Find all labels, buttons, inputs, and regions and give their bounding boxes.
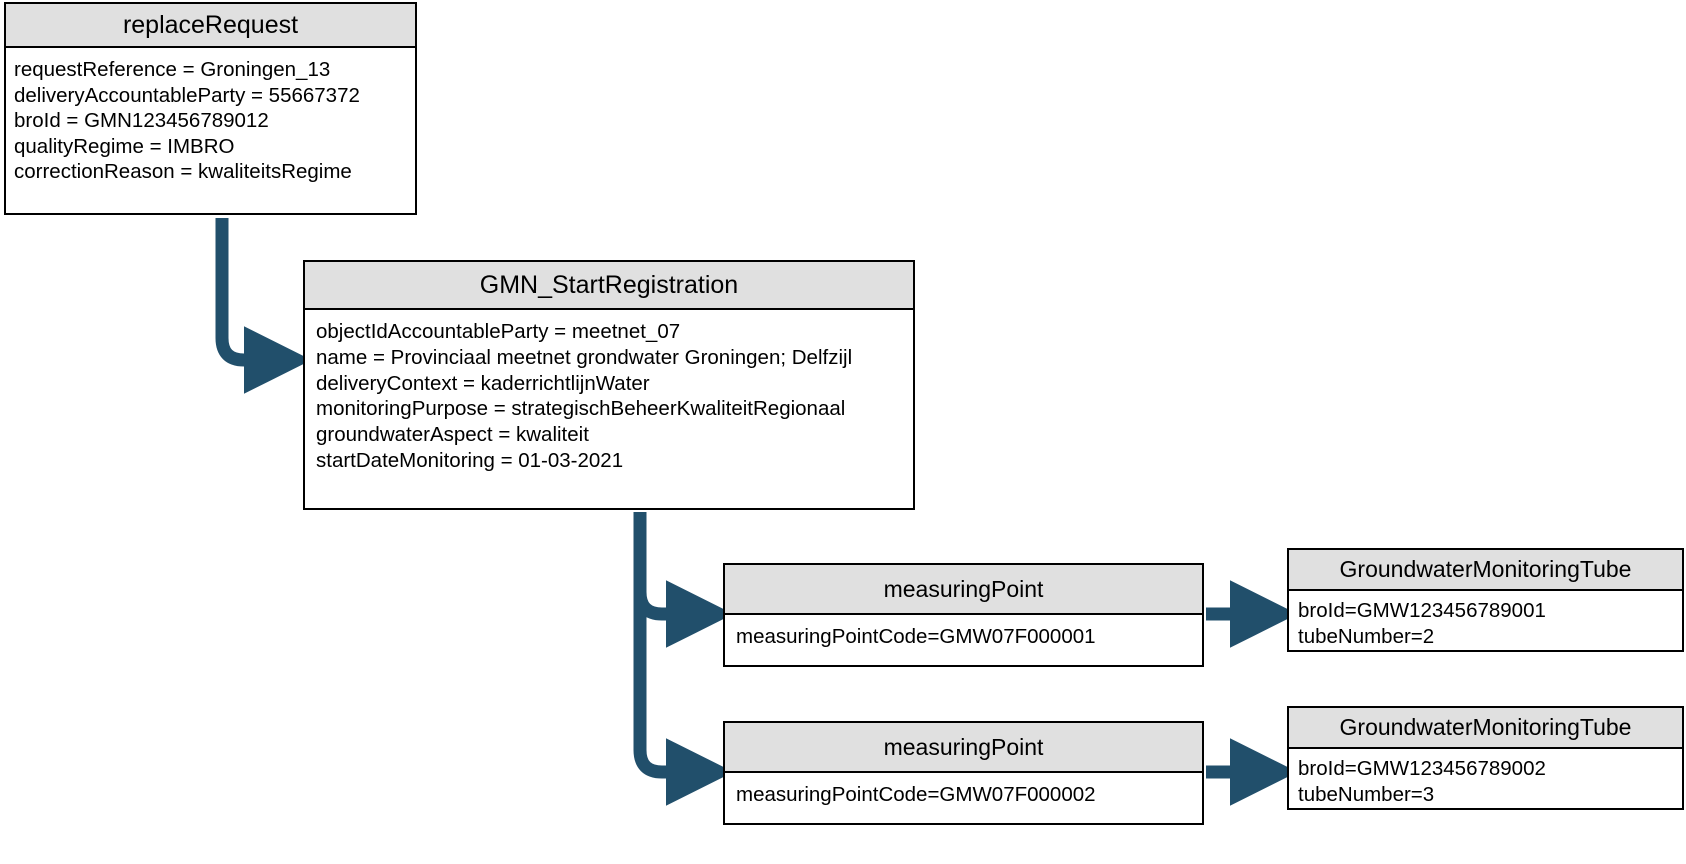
node-attributes-groundwater-monitoring-tube-2: broId=GMW123456789002 tubeNumber=3 — [1289, 749, 1682, 808]
connector-gmn-start-registration-to-measuring-point-2 — [633, 512, 734, 806]
node-groundwater-monitoring-tube-1[interactable]: GroundwaterMonitoringTube broId=GMW12345… — [1287, 548, 1684, 652]
node-title-groundwater-monitoring-tube-2: GroundwaterMonitoringTube — [1289, 708, 1682, 749]
node-measuring-point-1[interactable]: measuringPoint measuringPointCode=GMW07F… — [723, 563, 1204, 667]
attribute-row: groundwaterAspect = kwaliteit — [316, 423, 589, 447]
node-title-gmn-start-registration: GMN_StartRegistration — [305, 262, 913, 310]
attribute-row: broId = GMN123456789012 — [14, 109, 269, 133]
attribute-row: startDateMonitoring = 01-03-2021 — [316, 448, 624, 472]
node-title-replace-request: replaceRequest — [6, 4, 415, 48]
attribute-row: tubeNumber=2 — [1298, 625, 1435, 648]
attribute-row: broId=GMW123456789001 — [1298, 599, 1546, 622]
node-attributes-groundwater-monitoring-tube-1: broId=GMW123456789001 tubeNumber=2 — [1289, 591, 1682, 650]
node-attributes-measuring-point-2: measuringPointCode=GMW07F000002 — [725, 773, 1202, 808]
connector-gmn-start-registration-to-measuring-point-1 — [633, 512, 734, 648]
attribute-row: requestReference = Groningen_13 — [14, 58, 331, 81]
attribute-row: monitoringPurpose = strategischBeheerKwa… — [316, 397, 846, 421]
node-title-groundwater-monitoring-tube-1: GroundwaterMonitoringTube — [1289, 550, 1682, 591]
node-groundwater-monitoring-tube-2[interactable]: GroundwaterMonitoringTube broId=GMW12345… — [1287, 706, 1684, 810]
node-title-measuring-point-2: measuringPoint — [725, 723, 1202, 773]
node-attributes-replace-request: requestReference = Groningen_13 delivery… — [6, 48, 415, 185]
attribute-row: broId=GMW123456789002 — [1298, 757, 1546, 780]
attribute-row: tubeNumber=3 — [1298, 783, 1435, 806]
attribute-row: deliveryAccountableParty = 55667372 — [14, 83, 360, 107]
attribute-row: deliveryContext = kaderrichtlijnWater — [316, 371, 650, 395]
node-attributes-measuring-point-1: measuringPointCode=GMW07F000001 — [725, 615, 1202, 650]
attribute-row: measuringPointCode=GMW07F000001 — [736, 625, 1096, 648]
attribute-row: name = Provinciaal meetnet grondwater Gr… — [316, 345, 853, 369]
attribute-row: objectIdAccountableParty = meetnet_07 — [316, 320, 681, 343]
node-measuring-point-2[interactable]: measuringPoint measuringPointCode=GMW07F… — [723, 721, 1204, 825]
node-gmn-start-registration[interactable]: GMN_StartRegistration objectIdAccountabl… — [303, 260, 915, 510]
attribute-row: correctionReason = kwaliteitsRegime — [14, 160, 352, 184]
node-attributes-gmn-start-registration: objectIdAccountableParty = meetnet_07 na… — [305, 310, 913, 474]
attribute-row: qualityRegime = IMBRO — [14, 134, 235, 158]
node-title-measuring-point-1: measuringPoint — [725, 565, 1202, 615]
connector-replace-request-to-gmn-start-registration — [215, 218, 312, 394]
attribute-row: measuringPointCode=GMW07F000002 — [736, 783, 1096, 806]
node-replace-request[interactable]: replaceRequest requestReference = Gronin… — [4, 2, 417, 215]
